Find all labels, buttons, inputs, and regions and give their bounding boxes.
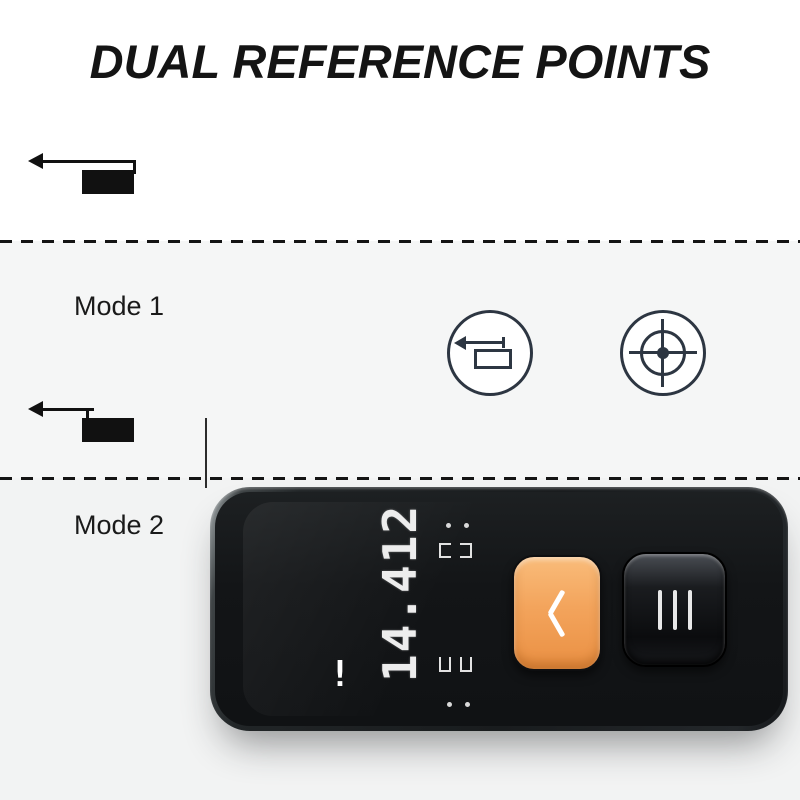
display-indicator-dot: [447, 702, 452, 707]
left-arrow-icon: [28, 153, 43, 169]
measure-button[interactable]: [512, 555, 602, 671]
left-arrow-icon: [454, 336, 466, 350]
chevron-left-icon: [544, 589, 570, 638]
device-block: [82, 170, 134, 194]
page-title: DUAL REFERENCE POINTS: [89, 35, 711, 88]
device-block: [82, 418, 134, 442]
rear-reference-icon: [447, 310, 533, 396]
display-segment-mark: [460, 543, 472, 558]
warning-indicator: !: [329, 654, 351, 695]
dashed-divider-2: [0, 477, 800, 480]
menu-button[interactable]: [622, 552, 727, 667]
dashed-divider-1: [0, 240, 800, 243]
screen-glare: [243, 502, 673, 716]
reference-tick: [133, 160, 136, 174]
display-indicator-dot: [446, 523, 451, 528]
target-icon: [620, 310, 706, 396]
measure-line: [36, 408, 94, 411]
device-face: 14.412 !: [215, 492, 783, 726]
reference-guide-line: [205, 418, 207, 488]
laser-measure-device: 14.412 !: [210, 487, 788, 731]
mode1-label: Mode 1: [74, 291, 165, 321]
reference-tick: [86, 408, 89, 422]
display-segment-mark: [439, 543, 451, 558]
left-arrow-icon: [28, 401, 43, 417]
display-value: 14.412: [373, 503, 427, 683]
mode2-reference-diagram: [28, 400, 168, 448]
display-segment-mark: [460, 657, 472, 672]
mode2-label: Mode 2: [74, 510, 165, 540]
device-outline: [474, 349, 512, 369]
display-indicator-dot: [464, 523, 469, 528]
triple-lines-icon: [657, 589, 662, 630]
mode1-reference-diagram: [28, 152, 168, 200]
measure-line: [36, 160, 136, 163]
display-segment-mark: [439, 657, 451, 672]
display-indicator-dot: [465, 702, 470, 707]
